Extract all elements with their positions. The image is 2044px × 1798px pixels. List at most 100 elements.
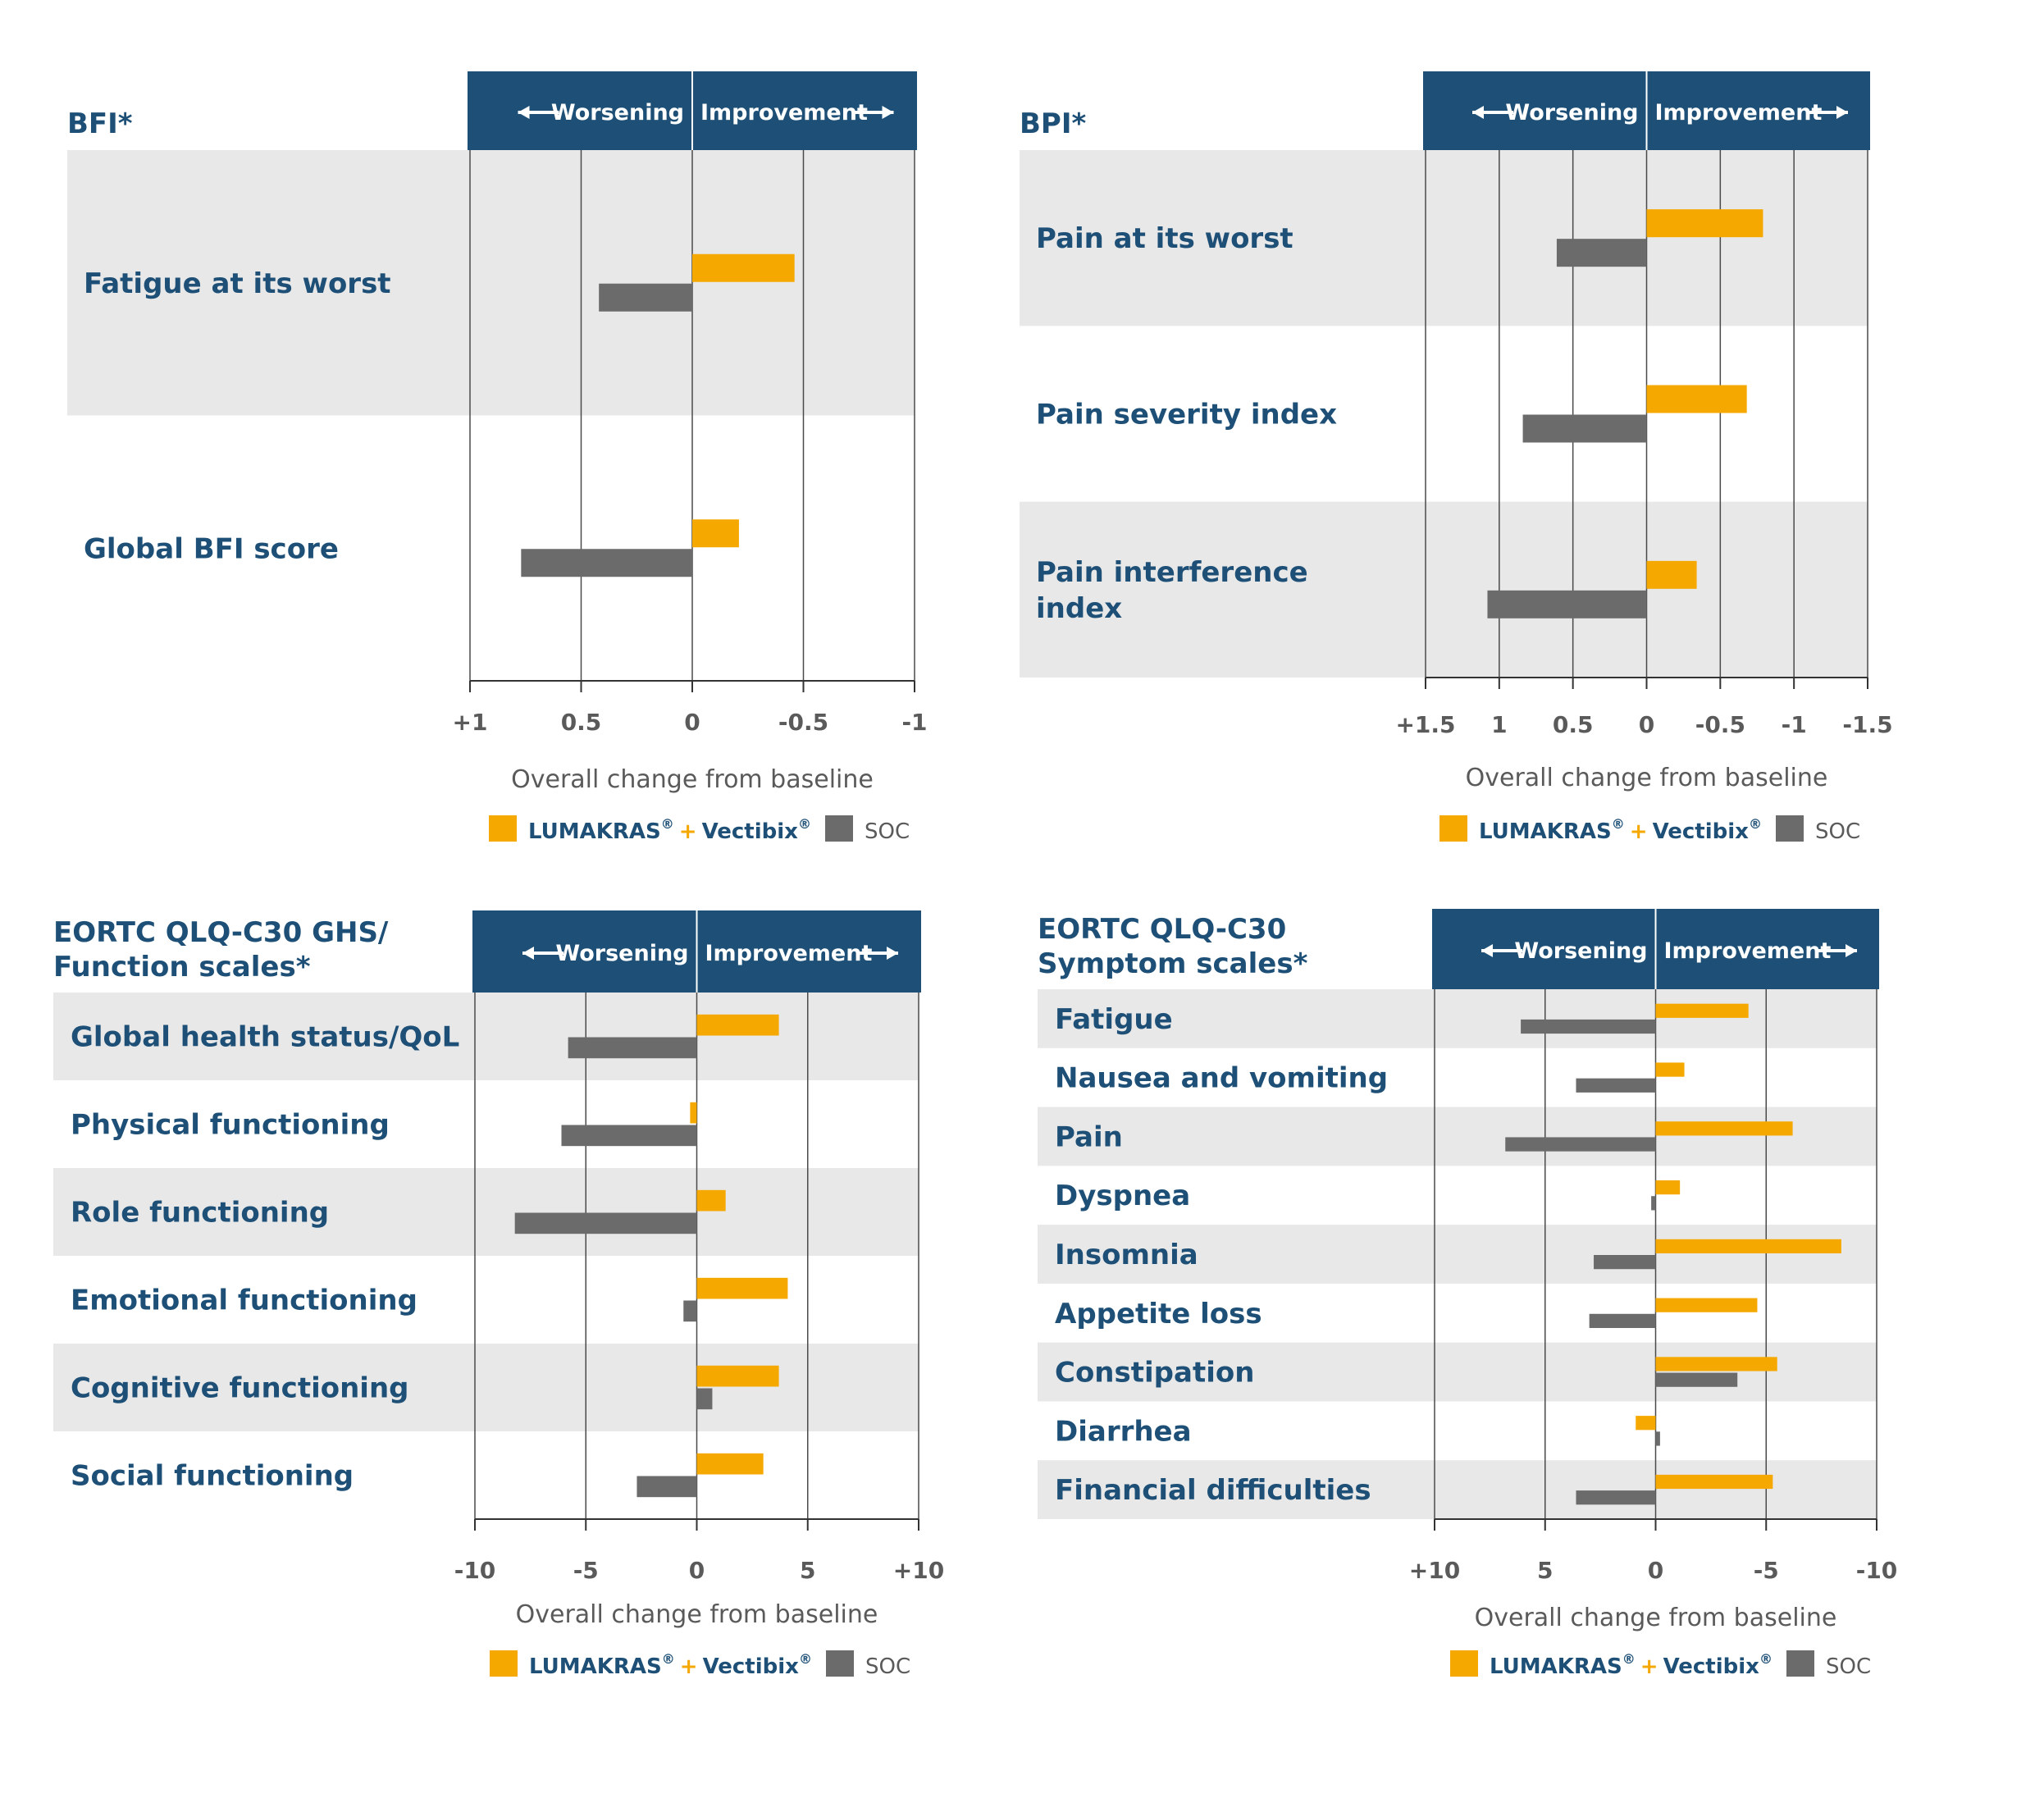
legend-swatch-soc	[1786, 1650, 1814, 1677]
bar-soc	[1655, 1372, 1738, 1387]
category-label: Pain severity index	[1036, 399, 1337, 431]
arrow-right-icon	[1846, 944, 1857, 957]
category-label: Social functioning	[71, 1460, 354, 1493]
legend: LUMAKRAS®+Vectibix®SOC	[1439, 815, 1860, 844]
category-label: Emotional functioning	[71, 1285, 417, 1317]
bar-soc	[1505, 1137, 1656, 1152]
bar-treatment	[1655, 1062, 1685, 1077]
bar-treatment	[1655, 1357, 1777, 1371]
bar-soc	[514, 1212, 697, 1234]
bar-soc	[636, 1476, 697, 1498]
improvement-label: Improvement	[705, 941, 873, 966]
category-label: Pain at its worst	[1036, 222, 1293, 255]
x-axis-label: Overall change from baseline	[516, 1600, 878, 1629]
row-band	[67, 150, 915, 416]
bar-soc	[568, 1037, 697, 1059]
arrow-right-icon	[882, 106, 894, 119]
row-band	[1038, 1342, 1877, 1402]
bar-treatment	[1655, 1121, 1793, 1136]
bar-treatment	[1636, 1416, 1656, 1431]
bar-treatment	[692, 253, 795, 282]
legend-label-treatment: LUMAKRAS®+Vectibix®	[529, 1651, 812, 1679]
x-tick-label: 0	[689, 1557, 705, 1584]
row-band	[1020, 150, 1868, 326]
category-label: Appetite loss	[1055, 1298, 1262, 1330]
bar-soc	[1576, 1490, 1656, 1505]
legend-label-soc: SOC	[1815, 819, 1860, 844]
bar-soc	[1651, 1196, 1656, 1211]
x-axis-label: Overall change from baseline	[1466, 764, 1828, 792]
direction-header: Worsening Improvement	[468, 71, 917, 150]
arrow-left-icon	[518, 106, 530, 119]
bar-soc	[1556, 239, 1647, 267]
bar-soc	[1487, 590, 1647, 618]
bar-treatment	[1646, 209, 1763, 238]
category-label: Financial difficulties	[1055, 1474, 1371, 1507]
bar-soc	[1576, 1078, 1656, 1093]
arrow-left-icon	[1481, 944, 1493, 957]
category-label: Fatigue at its worst	[84, 267, 391, 300]
bar-soc	[1522, 414, 1647, 443]
bar-treatment	[696, 1277, 788, 1299]
legend-swatch-soc	[826, 1650, 854, 1677]
row-band	[1038, 989, 1877, 1048]
bar-soc	[521, 549, 692, 577]
bar-soc	[696, 1388, 713, 1410]
x-tick-label: 5	[800, 1557, 815, 1584]
x-tick-label: -10	[1856, 1557, 1898, 1584]
arrow-right-icon	[1836, 106, 1848, 119]
chart-title: EORTC QLQ-C30 GHS/Function scales*	[53, 916, 389, 983]
x-tick-label: +1.5	[1395, 711, 1455, 738]
legend-label-soc: SOC	[865, 1654, 910, 1679]
category-label: Role functioning	[71, 1197, 329, 1230]
worsening-label: Worsening	[1505, 100, 1638, 125]
worsening-label: Worsening	[551, 100, 684, 125]
x-tick-label: -0.5	[1695, 711, 1745, 738]
x-tick-label: 0	[1639, 711, 1654, 738]
category-label: Pain	[1055, 1120, 1123, 1153]
row-band	[53, 1344, 919, 1431]
x-tick-label: +1	[453, 709, 488, 736]
arrow-left-icon	[1472, 106, 1484, 119]
legend-swatch-soc	[1776, 815, 1804, 842]
x-tick-label: 0	[684, 709, 700, 736]
x-axis-label: Overall change from baseline	[1475, 1604, 1837, 1632]
bar-treatment	[1646, 560, 1697, 589]
x-tick-label: 1	[1491, 711, 1507, 738]
legend-label-treatment: LUMAKRAS®+Vectibix®	[528, 816, 811, 844]
legend-swatch-treatment	[1450, 1650, 1478, 1677]
row-band	[1038, 1225, 1877, 1284]
bar-treatment	[690, 1102, 697, 1124]
x-tick-label: -1	[901, 709, 927, 736]
row-band	[1038, 1107, 1877, 1166]
legend-label-treatment: LUMAKRAS®+Vectibix®	[1490, 1651, 1773, 1679]
x-tick-label: -0.5	[778, 709, 828, 736]
legend-swatch-treatment	[489, 815, 517, 842]
chart-title: BFI*	[67, 107, 133, 140]
category-label: Global BFI score	[84, 532, 339, 565]
bar-treatment	[696, 1014, 779, 1036]
category-label: Fatigue	[1055, 1003, 1173, 1036]
category-label: Constipation	[1055, 1357, 1254, 1390]
category-label: Diarrhea	[1055, 1415, 1192, 1448]
category-label: Nausea and vomiting	[1055, 1062, 1388, 1095]
row-band	[1038, 1460, 1877, 1519]
bar-treatment	[1655, 1003, 1749, 1018]
legend-label-soc: SOC	[1826, 1654, 1871, 1679]
bar-soc	[683, 1300, 697, 1322]
bar-soc	[1589, 1313, 1656, 1329]
improvement-label: Improvement	[1664, 938, 1832, 964]
x-tick-label: +10	[893, 1557, 944, 1584]
improvement-label: Improvement	[700, 100, 868, 125]
bar-treatment	[692, 519, 739, 548]
chart-eortc_function: EORTC QLQ-C30 GHS/Function scales* Worsen…	[53, 910, 944, 1679]
x-tick-label: -1	[1782, 711, 1807, 738]
